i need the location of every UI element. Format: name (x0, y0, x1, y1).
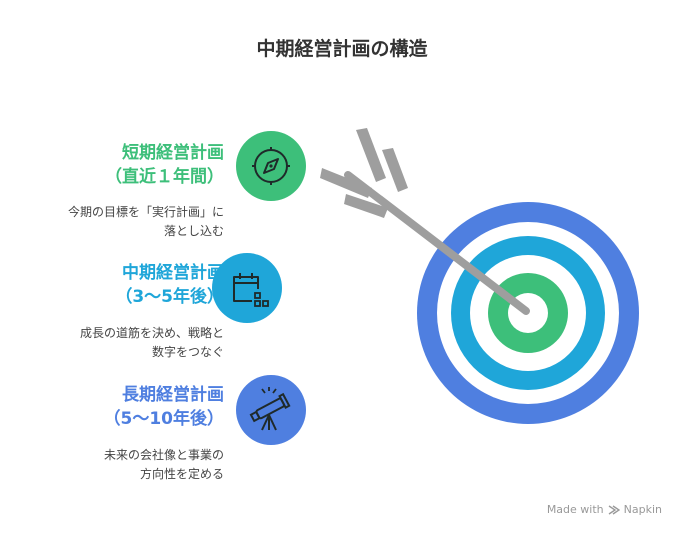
mid-term-desc-line2: 数字をつなぐ (151, 345, 224, 359)
telescope-icon (236, 375, 306, 445)
arrow-fletching-upper-left (356, 128, 386, 182)
long-term-description: 未来の会社像と事業の 方向性を定める (104, 446, 224, 484)
target-bullseye (508, 293, 548, 333)
made-with-text: Made with (546, 503, 604, 516)
long-term-heading-line1: 長期経営計画 (122, 385, 224, 405)
arrow-fletching-lower-left (320, 168, 372, 198)
napkin-brand-text: Napkin (623, 503, 662, 516)
short-term-desc-line1: 今期の目標を「実行計画」に (67, 205, 224, 219)
compass-icon (236, 131, 306, 201)
arrow-fletching-upper-right (382, 148, 408, 192)
target-outer-gap (437, 222, 619, 404)
mid-term-heading-line2: （3〜5年後） (115, 287, 224, 307)
long-term-desc-line2: 方向性を定める (139, 467, 224, 481)
mid-term-heading-line1: 中期経営計画 (122, 263, 224, 283)
arrow-shaft (344, 171, 530, 315)
page-title: 中期経営計画の構造 (256, 38, 428, 60)
target-outer-ring (417, 202, 639, 424)
target-middle-gap (470, 255, 586, 371)
short-term-heading-line2: （直近１年間） (105, 167, 224, 187)
mid-term-description: 成長の道筋を決め、戦略と 数字をつなぐ (80, 324, 224, 362)
napkin-attribution: Made with Napkin (547, 503, 662, 516)
mid-term-heading: 中期経営計画 （3〜5年後） (115, 261, 224, 309)
arrow-fletching-lower-right (344, 194, 388, 218)
long-term-desc-line1: 未来の会社像と事業の (103, 448, 224, 462)
target-inner-ring (488, 273, 568, 353)
long-term-heading: 長期経営計画 （5〜10年後） (104, 383, 225, 431)
target-middle-ring (451, 236, 605, 390)
short-term-desc-line2: 落とし込む (163, 224, 224, 238)
napkin-logo-icon (608, 504, 620, 515)
mid-term-desc-line1: 成長の道筋を決め、戦略と (79, 326, 224, 340)
calendar-icon (212, 253, 282, 323)
long-term-heading-line2: （5〜10年後） (103, 409, 225, 429)
short-term-description: 今期の目標を「実行計画」に 落とし込む (68, 203, 224, 241)
short-term-heading: 短期経営計画 （直近１年間） (105, 141, 224, 189)
short-term-heading-line1: 短期経営計画 (122, 143, 224, 163)
